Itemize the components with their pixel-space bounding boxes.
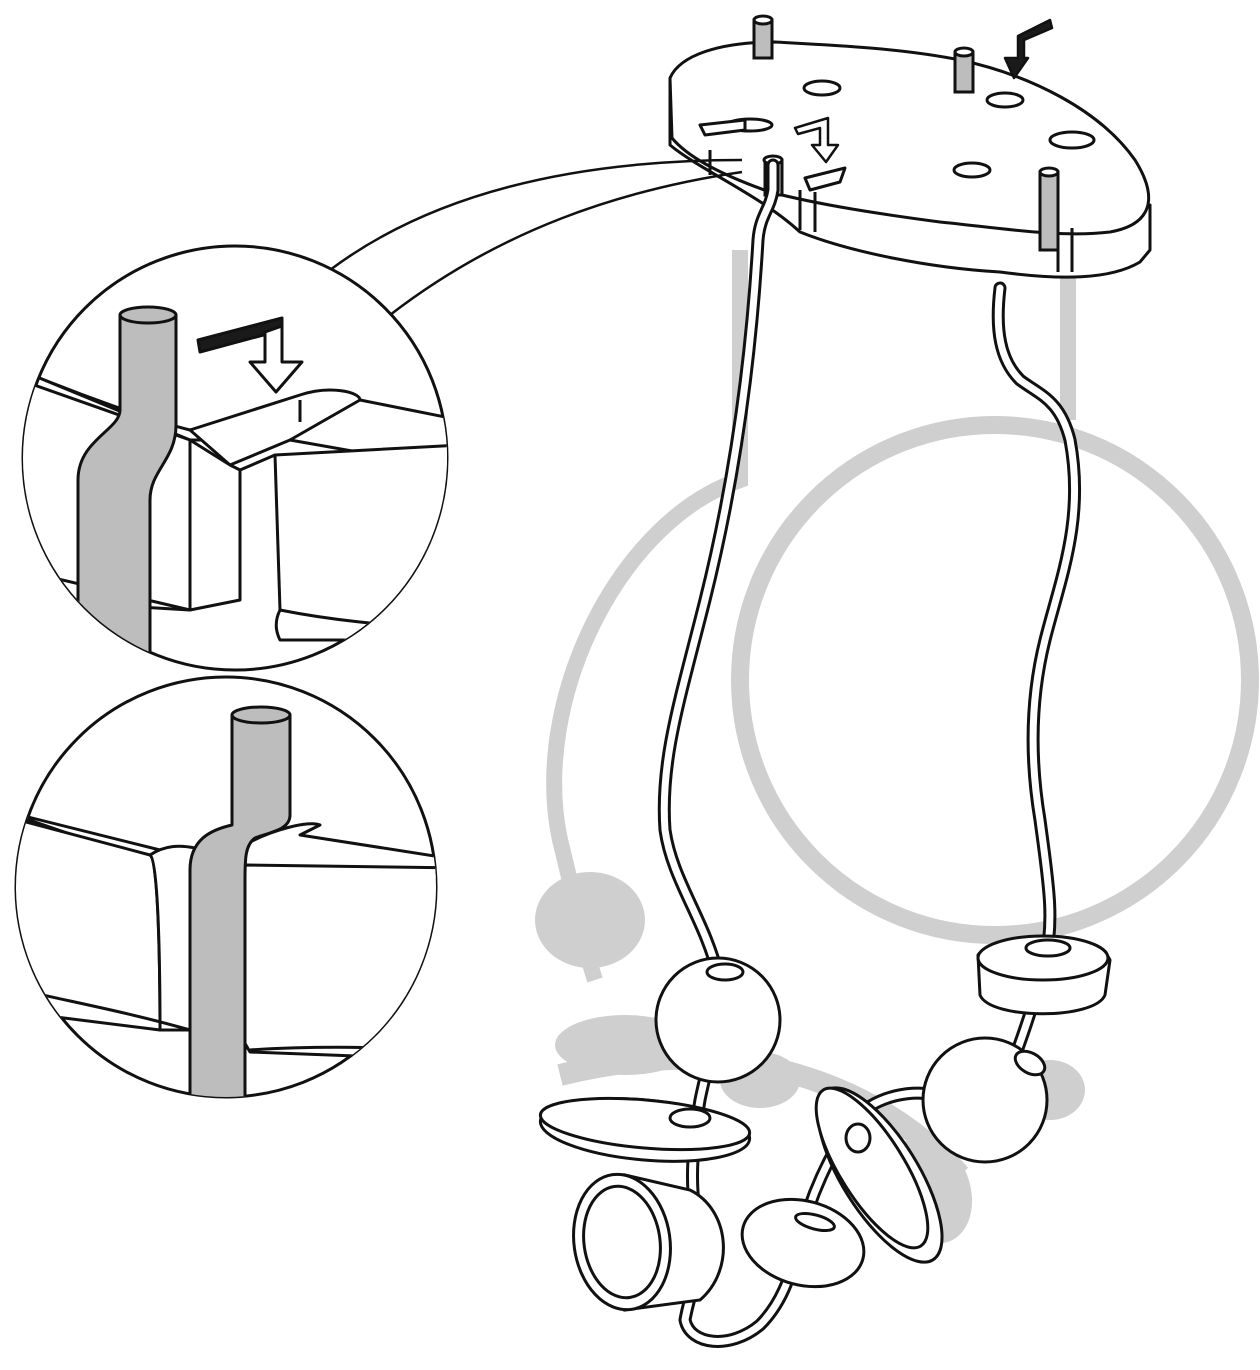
detail-callout-seated — [14, 675, 438, 1099]
peg-back-left — [752, 18, 774, 60]
connector-line-lower — [389, 170, 743, 316]
connector-line-upper — [329, 158, 743, 272]
plate-arrows — [793, 18, 1054, 164]
peg-back-left-top — [752, 14, 774, 26]
peg-back-right — [953, 50, 975, 94]
peg-front-right-top — [1038, 166, 1060, 178]
shadow-blob-1 — [535, 872, 645, 968]
bead-cylinder — [572, 1172, 725, 1312]
plate-hole-4 — [1048, 130, 1096, 150]
detail1-plate-side-right — [273, 443, 447, 642]
detail1-slot — [188, 388, 362, 467]
detail2-plate-front — [148, 844, 197, 1032]
detail2-peg — [188, 713, 292, 1097]
shadow-ring — [731, 416, 1259, 944]
bead-sphere-upper — [654, 956, 782, 1084]
detail1-arrow-down-icon — [248, 324, 304, 394]
bead-flat-disc — [538, 1096, 752, 1163]
arrow-dark-icon — [1003, 18, 1054, 80]
detail1-slot-wall — [188, 438, 242, 612]
bead-tilted-disc — [814, 1086, 944, 1264]
plate-slot-front — [803, 166, 847, 192]
bead-rounded-disc-upper — [976, 934, 1112, 1016]
bead-rounded-disc-lower — [740, 1197, 866, 1289]
bead-sphere-right — [921, 1036, 1049, 1164]
plate-hole-3 — [952, 161, 992, 179]
arrow-outline-icon — [793, 116, 840, 164]
detail-callout-insert — [21, 244, 449, 672]
detail2-plate-right — [241, 863, 436, 1062]
detail1-peg-top — [118, 305, 178, 325]
callout-connector — [329, 158, 743, 316]
beads — [538, 934, 1112, 1312]
base-plate — [668, 40, 1152, 279]
detail2-peg-top — [230, 705, 292, 725]
plate-hole-2 — [985, 91, 1025, 109]
plate-hole-1 — [802, 79, 842, 97]
peg-front-right — [1038, 170, 1060, 252]
peg-back-right-top — [953, 46, 975, 58]
shadow-loop-left — [546, 250, 748, 983]
plate-slot-left — [698, 118, 747, 137]
detail1-peg — [76, 313, 178, 670]
